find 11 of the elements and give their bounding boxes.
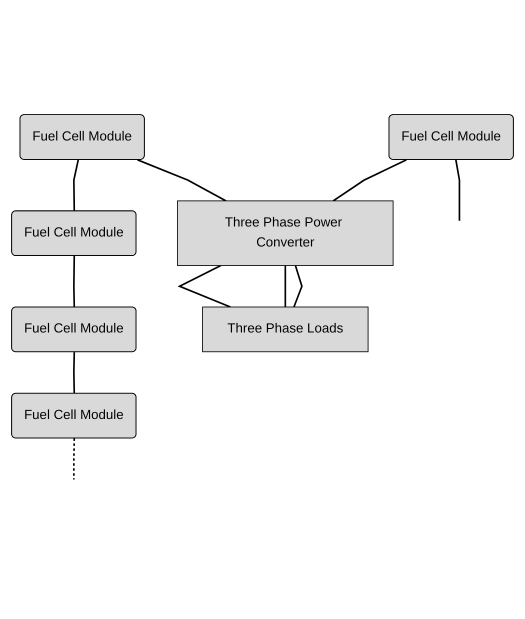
connector — [284, 266, 286, 308]
connector — [73, 352, 76, 394]
connector — [73, 438, 76, 480]
node-box: Three Phase Loads — [202, 306, 368, 352]
connector — [455, 160, 460, 221]
connector — [332, 159, 407, 202]
connector — [293, 265, 303, 308]
connector — [137, 159, 226, 202]
connector — [73, 256, 76, 308]
node-box: Three Phase Power Converter — [177, 200, 394, 266]
connector — [73, 160, 80, 212]
